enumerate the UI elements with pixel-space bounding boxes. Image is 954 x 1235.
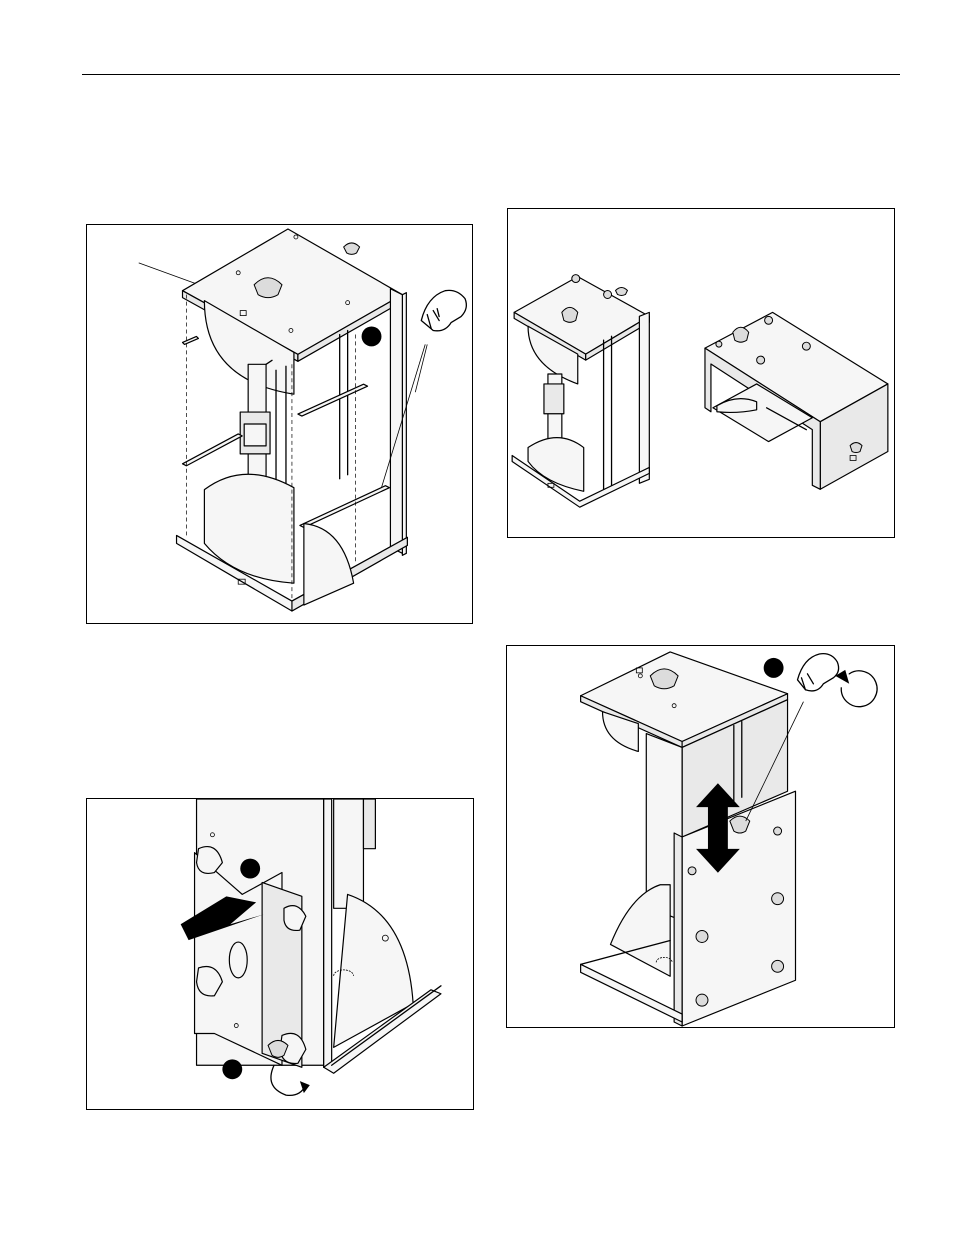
hand-tighten-icon: [421, 290, 466, 330]
callout-marker: [362, 327, 382, 347]
rotate-counterclockwise-icon: [835, 670, 877, 707]
figure-bracket-release: [86, 798, 474, 1110]
figure-holder-orientations: [507, 208, 895, 538]
header-rule: [82, 74, 900, 75]
figure-exploded-holder: [86, 224, 473, 624]
holder-orientations-illustration: [508, 209, 894, 537]
holder-exploded-illustration: [87, 225, 472, 623]
callout-marker-bottom: [222, 1059, 242, 1079]
height-adjustment-illustration: [507, 646, 894, 1027]
rotate-clockwise-arrow-icon: [271, 1065, 306, 1095]
callout-marker: [764, 658, 784, 678]
figure-height-adjustment: [506, 645, 895, 1028]
hand-tighten-icon: [797, 654, 838, 691]
bracket-release-illustration: [87, 799, 473, 1109]
callout-marker-top: [240, 859, 260, 879]
